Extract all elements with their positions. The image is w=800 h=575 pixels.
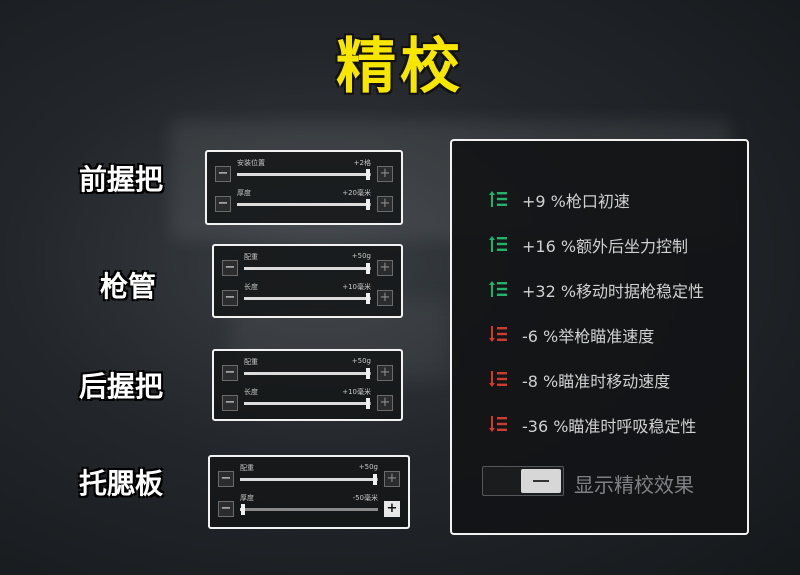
slider-value: -50毫米 — [352, 494, 378, 502]
page-title: 精校 — [336, 32, 464, 102]
effect-text: +9 %枪口初速 — [522, 192, 630, 211]
stat-down-icon — [489, 371, 507, 387]
slider-row: 厚度 -50毫米 − + — [218, 493, 400, 519]
effect-text: +32 %移动时据枪稳定性 — [522, 282, 705, 301]
minus-icon[interactable]: − — [215, 196, 231, 212]
plus-icon[interactable]: + — [384, 501, 400, 517]
slider-label: 厚度 — [237, 189, 251, 197]
minus-icon[interactable]: − — [222, 290, 238, 306]
slider-label: 长度 — [244, 283, 258, 291]
slider-row: 配重 +50g − + — [222, 357, 393, 383]
effect-text: +16 %额外后坐力控制 — [522, 237, 689, 256]
slider-row: 长度 +10毫米 − + — [222, 387, 393, 413]
slider-value: +50g — [351, 357, 371, 365]
minus-icon[interactable]: − — [215, 166, 231, 182]
slider-track[interactable] — [244, 368, 371, 379]
effect-text: -6 %举枪瞄准速度 — [522, 327, 655, 346]
slider-label: 安装位置 — [237, 159, 265, 167]
slider-fill — [237, 173, 369, 176]
tuning-panel-cheek-rest: 配重 +50g − + 厚度 -50毫米 − + — [208, 455, 410, 529]
stat-down-icon — [489, 326, 507, 342]
stat-up-icon — [489, 191, 507, 207]
minus-icon[interactable]: − — [222, 260, 238, 276]
slider-value: +2格 — [353, 159, 371, 167]
section-label-rear-grip: 后握把 — [79, 370, 164, 403]
show-effects-toggle[interactable] — [482, 466, 564, 496]
slider-fill — [237, 203, 369, 206]
slider-row: 安装位置 +2格 − + — [215, 158, 393, 184]
slider-thumb[interactable] — [366, 199, 371, 210]
effect-text: -36 %瞄准时呼吸稳定性 — [522, 417, 697, 436]
slider-track[interactable] — [240, 504, 378, 515]
plus-icon[interactable]: + — [377, 365, 393, 381]
plus-icon[interactable]: + — [377, 196, 393, 212]
slider-fill — [244, 372, 369, 375]
effect-text: -8 %瞄准时移动速度 — [522, 372, 671, 391]
minus-icon[interactable]: − — [222, 365, 238, 381]
slider-thumb[interactable] — [240, 504, 245, 515]
slider-fill — [244, 402, 369, 405]
show-effects-label: 显示精校效果 — [574, 473, 694, 497]
slider-label: 厚度 — [240, 494, 254, 502]
slider-label: 配重 — [244, 358, 258, 366]
section-label-barrel: 枪管 — [100, 270, 157, 303]
plus-icon[interactable]: + — [384, 471, 400, 487]
plus-icon[interactable]: + — [377, 260, 393, 276]
slider-label: 长度 — [244, 388, 258, 396]
slider-row: 长度 +10毫米 − + — [222, 282, 393, 308]
section-label-cheek-rest: 托腮板 — [79, 467, 164, 500]
plus-icon[interactable]: + — [377, 395, 393, 411]
slider-row: 厚度 +20毫米 − + — [215, 188, 393, 214]
plus-icon[interactable]: + — [377, 290, 393, 306]
slider-value: +10毫米 — [342, 388, 371, 396]
slider-value: +10毫米 — [342, 283, 371, 291]
slider-row: 配重 +50g − + — [218, 463, 400, 489]
slider-thumb[interactable] — [366, 398, 371, 409]
effects-panel: +9 %枪口初速 +16 %额外后坐力控制 +32 %移动时据枪稳定性 -6 %举枪瞄… — [450, 139, 749, 535]
minus-icon[interactable]: − — [218, 501, 234, 517]
slider-row: 配重 +50g − + — [222, 252, 393, 278]
slider-thumb[interactable] — [366, 293, 371, 304]
tuning-panel-barrel: 配重 +50g − + 长度 +10毫米 − + — [212, 244, 403, 318]
stat-up-icon — [489, 236, 507, 252]
slider-track[interactable] — [237, 199, 371, 210]
slider-track[interactable] — [240, 474, 378, 485]
slider-value: +50g — [351, 252, 371, 260]
slider-fill — [240, 478, 376, 481]
slider-thumb[interactable] — [366, 368, 371, 379]
slider-track[interactable] — [244, 263, 371, 274]
section-label-foregrip: 前握把 — [79, 163, 164, 196]
minus-icon[interactable]: − — [218, 471, 234, 487]
stat-down-icon — [489, 416, 507, 432]
slider-fill — [244, 267, 369, 270]
slider-fill — [244, 297, 369, 300]
tuning-panel-rear-grip: 配重 +50g − + 长度 +10毫米 − + — [212, 349, 403, 421]
minus-icon[interactable]: − — [222, 395, 238, 411]
slider-track[interactable] — [237, 169, 371, 180]
slider-thumb[interactable] — [366, 263, 371, 274]
slider-thumb[interactable] — [366, 169, 371, 180]
slider-value: +20毫米 — [342, 189, 371, 197]
slider-label: 配重 — [240, 464, 254, 472]
tuning-panel-foregrip: 安装位置 +2格 − + 厚度 +20毫米 − + — [205, 150, 403, 225]
slider-track[interactable] — [244, 398, 371, 409]
slider-label: 配重 — [244, 253, 258, 261]
slider-value: +50g — [358, 463, 378, 471]
slider-thumb[interactable] — [373, 474, 378, 485]
toggle-knob[interactable] — [521, 469, 561, 493]
stat-up-icon — [489, 281, 507, 297]
slider-track[interactable] — [244, 293, 371, 304]
plus-icon[interactable]: + — [377, 166, 393, 182]
